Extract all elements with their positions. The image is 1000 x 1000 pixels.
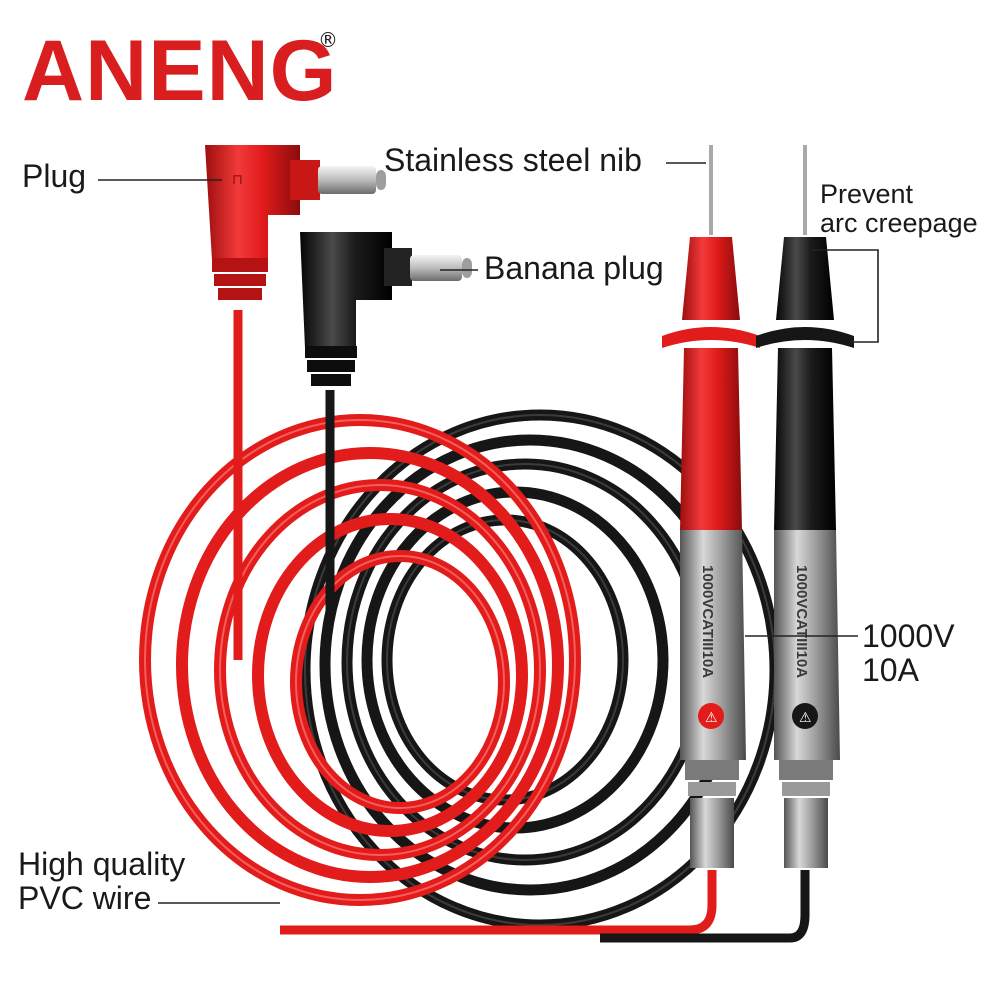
red-probe-marking: 1000VCATIII10A: [699, 565, 716, 678]
label-pvc-line1: High quality: [18, 846, 186, 882]
label-plug: Plug: [22, 158, 87, 194]
label-pvc-wire: High quality PVC wire: [18, 846, 186, 916]
red-banana-plug: ⊓: [205, 145, 386, 300]
black-banana-plug: [300, 232, 472, 386]
svg-text:⊓: ⊓: [232, 171, 243, 187]
svg-text:⚠: ⚠: [799, 709, 812, 725]
label-prevent-arc-creepage: Prevent arc creepage: [820, 179, 978, 239]
svg-text:⚠: ⚠: [705, 709, 718, 725]
label-prevent-arc-line1: Prevent: [820, 179, 914, 209]
label-rating-voltage: 1000V: [862, 618, 955, 654]
brand-logo: ANENG: [22, 23, 338, 119]
label-banana-plug: Banana plug: [484, 250, 664, 286]
black-probe: ⚠ 1000VCATIII10A: [756, 145, 854, 868]
registered-mark: ®: [318, 28, 338, 52]
red-wire-coil: [139, 414, 581, 906]
callout-leader-lines: [98, 162, 879, 904]
label-rating: 1000V 10A: [862, 618, 955, 688]
label-prevent-arc-line2: arc creepage: [820, 208, 978, 239]
red-probe: ⚠ 1000VCATIII10A: [662, 145, 760, 868]
label-stainless-steel-nib: Stainless steel nib: [384, 142, 642, 178]
label-pvc-line2: PVC wire: [18, 879, 152, 916]
black-probe-marking: 1000VCATIII10A: [793, 565, 810, 678]
label-rating-current: 10A: [862, 651, 919, 688]
